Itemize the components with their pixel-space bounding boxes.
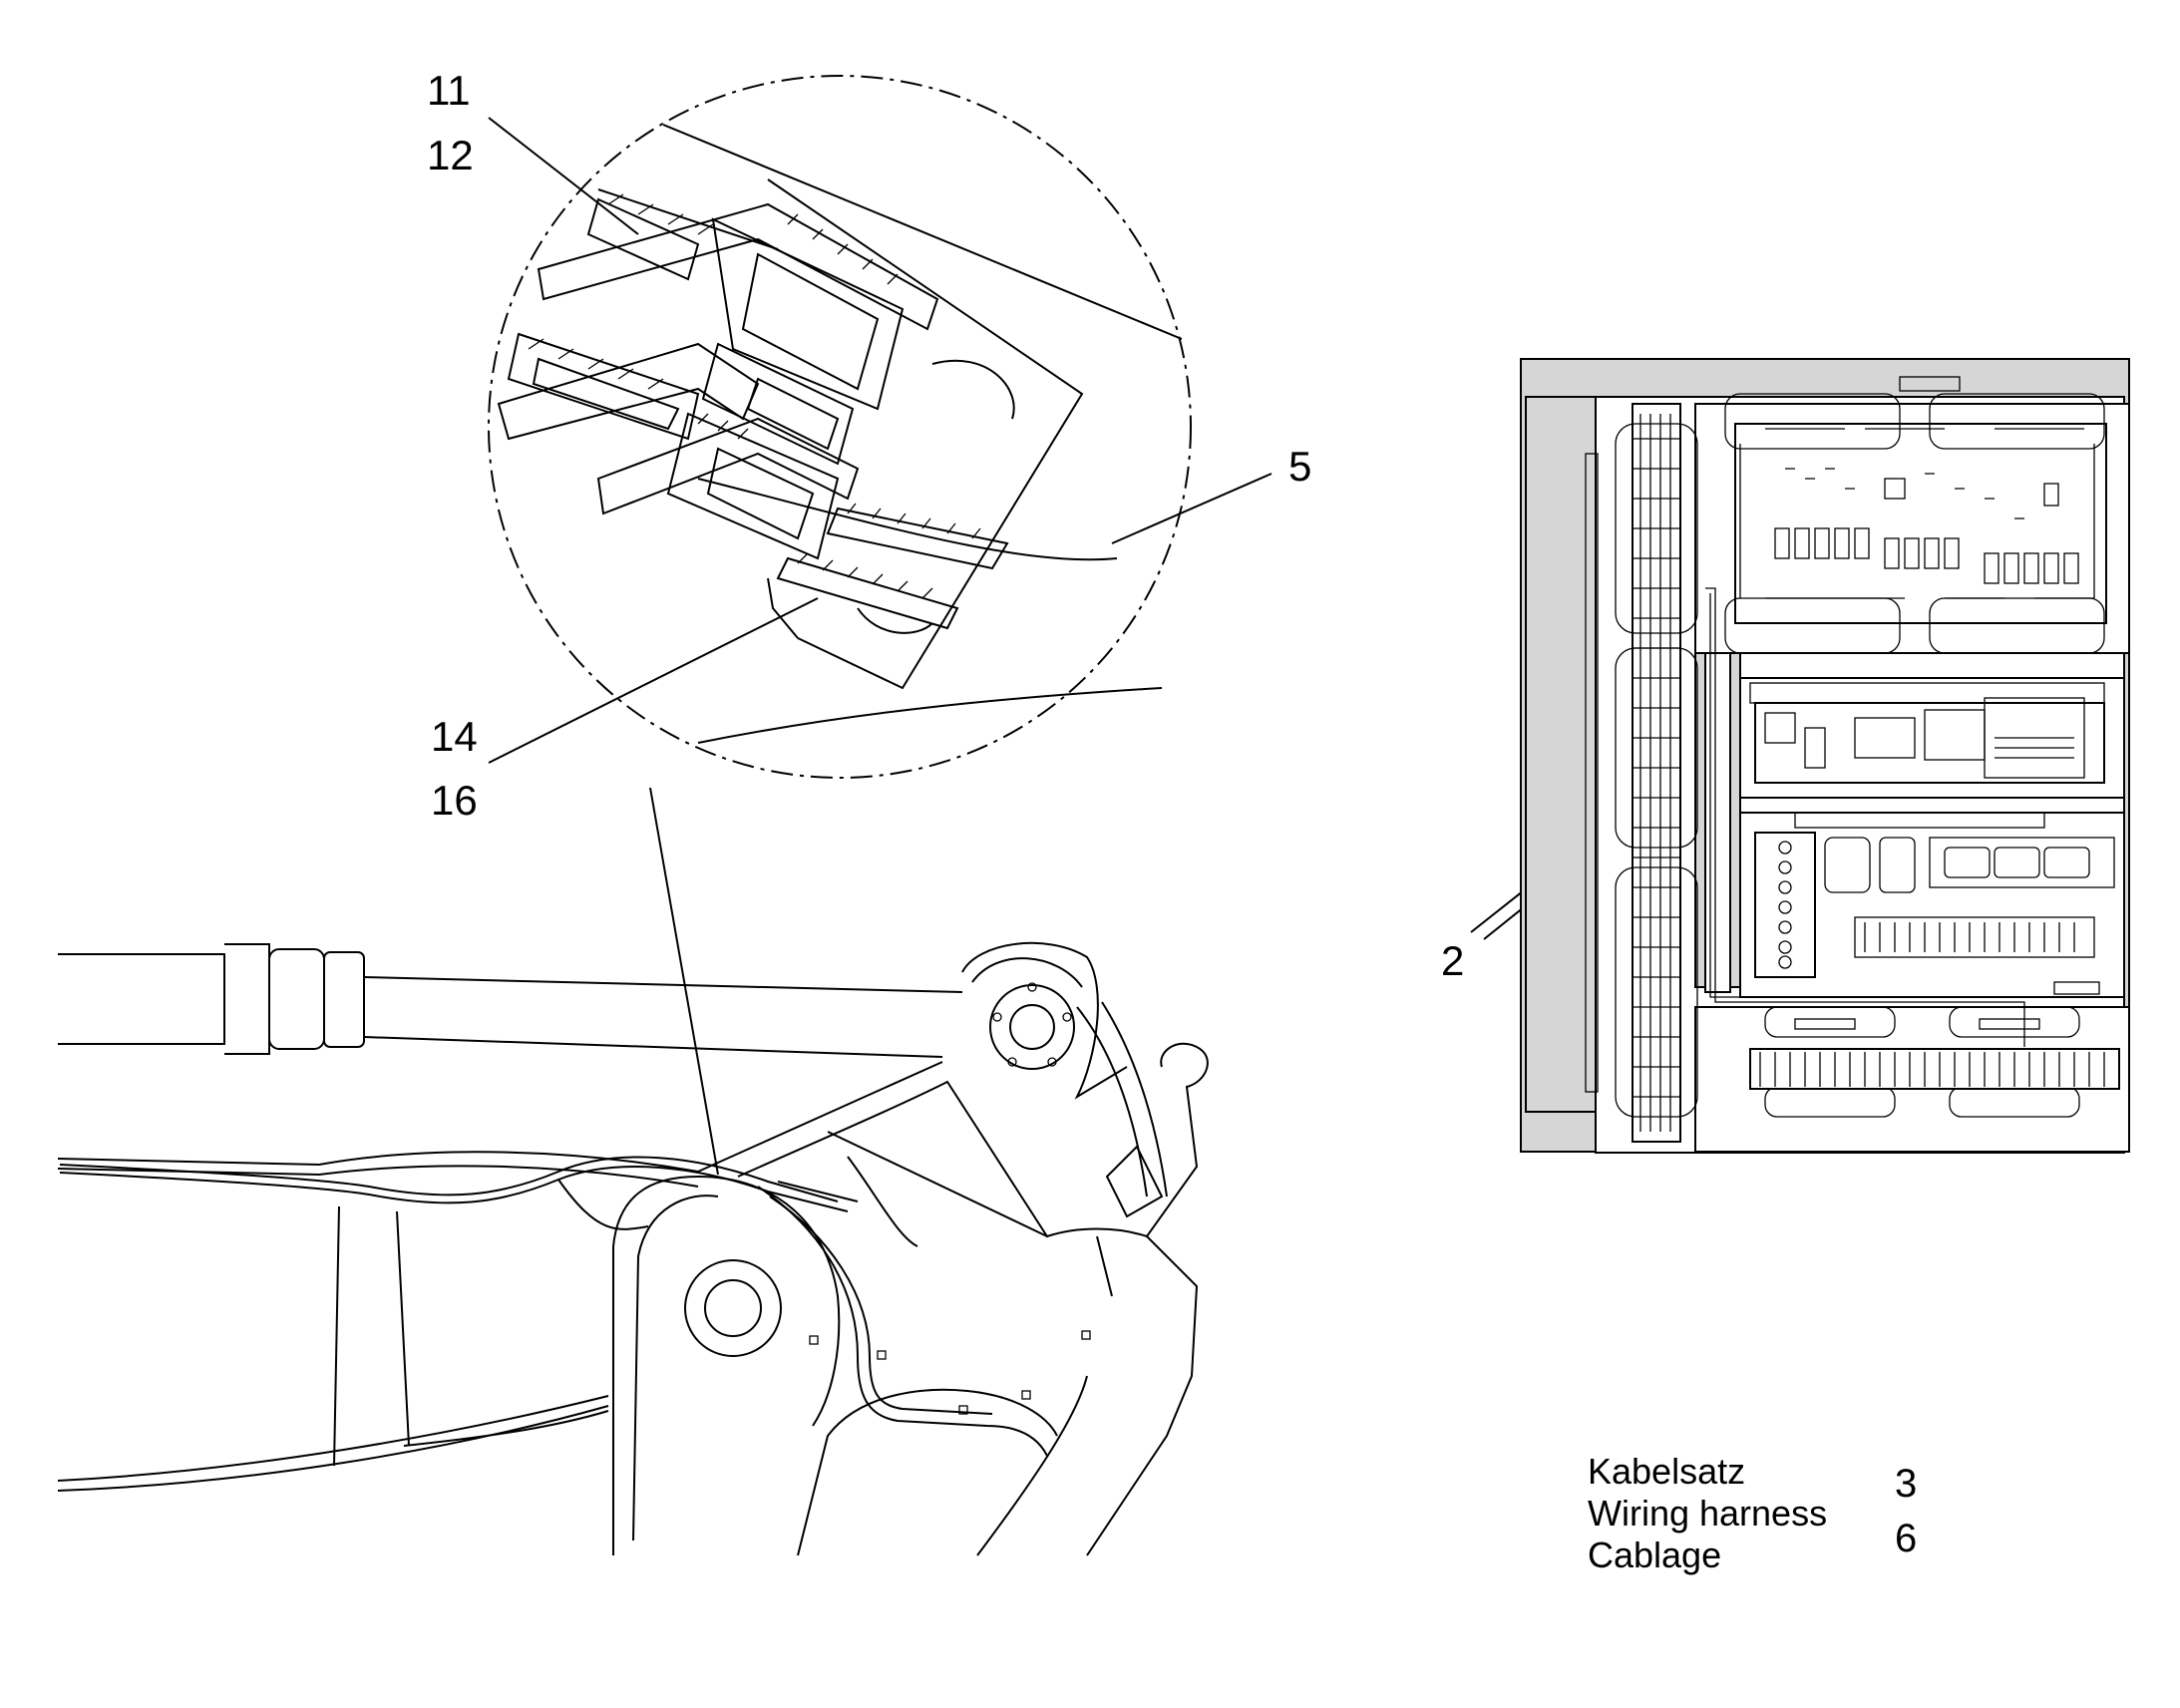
legend-line-de: Kabelsatz	[1588, 1451, 1746, 1492]
hose-middle	[497, 332, 855, 466]
hydraulic-cylinder	[58, 943, 963, 1058]
boom-assembly	[57, 941, 1209, 1556]
legend-number-3: 3	[1895, 1462, 1918, 1506]
callout-5: 5	[1288, 443, 1312, 490]
detail-view	[488, 75, 1192, 779]
callout-14: 14	[431, 713, 478, 760]
legend-number-6: 6	[1895, 1517, 1918, 1560]
legend-line-fr: Cablage	[1588, 1535, 1722, 1575]
control-board-middle	[1749, 682, 2105, 784]
electrical-cabinet	[1520, 358, 2130, 1154]
leader-5	[1111, 473, 1272, 544]
hose-lower	[596, 359, 1015, 639]
hose-upper	[537, 188, 939, 411]
terminal-rail	[1585, 403, 1698, 1143]
callout-11: 11	[427, 67, 471, 114]
bottom-terminal-strip	[1749, 1006, 2120, 1118]
callout-16: 16	[431, 777, 478, 824]
relay-panel	[1754, 812, 2115, 995]
detail-circle	[488, 75, 1192, 779]
legend-line-en: Wiring harness	[1588, 1493, 1828, 1534]
control-board-top	[1724, 376, 2107, 654]
callout-2: 2	[1441, 937, 1465, 984]
callout-12: 12	[427, 132, 474, 178]
leader-detail-to-boom	[649, 787, 719, 1176]
leader-11-12	[488, 117, 639, 235]
leader-14-16	[488, 597, 819, 764]
